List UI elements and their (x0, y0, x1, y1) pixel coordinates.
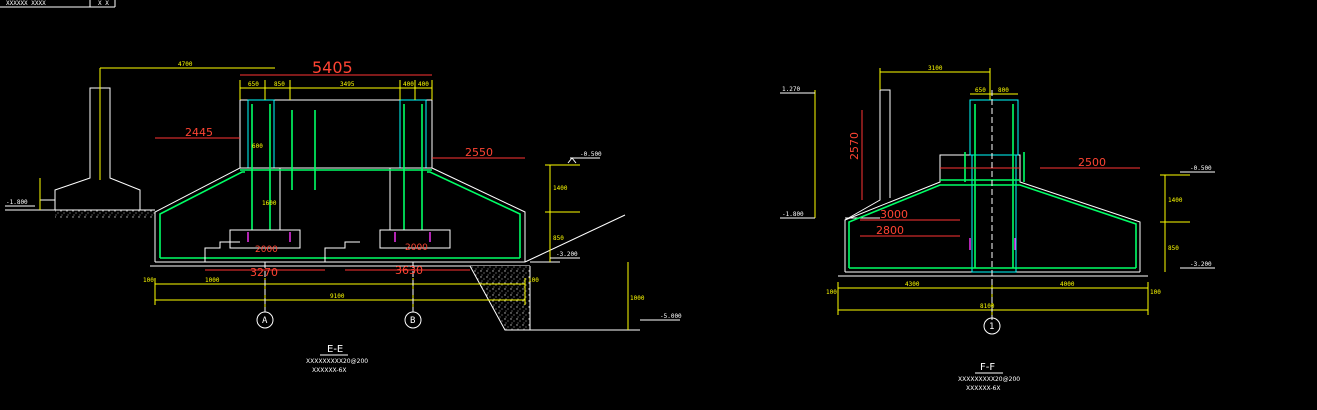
f-dim-8100: 8100 (980, 303, 995, 310)
axis-bubble-b[interactable]: B (404, 311, 422, 329)
section-e-e: A B 5405 2445 2550 2000 2000 3270 3630 4… (5, 58, 682, 374)
f-level-4: -3.200 (1190, 261, 1212, 268)
e-dim-9100: 9100 (330, 293, 345, 300)
e-dim-400-b: 400 (418, 81, 429, 88)
e-dim-400-a: 400 (403, 81, 414, 88)
f-level-marks: 1.270 -0.500 -1.800 -3.200 (780, 86, 1215, 269)
e-dim-3495: 3495 (340, 81, 355, 88)
f-section-title: F-F (980, 362, 995, 373)
e-section-note-1: XXXXXXXXX20@200 (306, 358, 368, 365)
f-dim-2570: 2570 (848, 132, 861, 160)
axis-bubble-1-label: 1 (989, 322, 994, 332)
f-dim-3000: 3000 (880, 208, 908, 221)
f-dim-3100: 3100 (928, 65, 943, 72)
e-dim-4700: 4700 (178, 61, 193, 68)
e-large-dimensions (155, 74, 525, 271)
axis-bubble-a-label: A (262, 316, 268, 326)
e-section-title: E-E (327, 344, 343, 355)
f-dim-850: 850 (1168, 245, 1179, 252)
e-dim-100: 100 (143, 277, 154, 284)
f-dim-2500: 2500 (1078, 156, 1106, 169)
f-footing-outline (838, 89, 1148, 277)
axis-bubble-a[interactable]: A (256, 311, 274, 329)
e-level-1: -0.500 (580, 151, 602, 158)
e-dim-850-v: 850 (553, 235, 564, 242)
e-dim-2445: 2445 (185, 126, 213, 139)
f-dim-100-b: 100 (1150, 289, 1161, 296)
f-level-1: 1.270 (782, 86, 800, 93)
f-level-2: -0.500 (1190, 165, 1212, 172)
title-block: XXXXXX XXXX X X (0, 0, 116, 8)
f-large-dimensions (860, 110, 1140, 237)
f-dimensions (814, 68, 1190, 315)
e-section-note-2: XXXXXX-6X (312, 367, 346, 374)
e-footing-outline (150, 99, 530, 267)
e-dim-2000-a: 2000 (255, 245, 278, 255)
section-f-f: 1 2570 2500 3000 2800 3100 650 800 4300 … (780, 65, 1215, 392)
e-dim-2000-b: 2000 (405, 243, 428, 253)
f-section-note-2: XXXXXX-6X (966, 385, 1000, 392)
e-dim-100-b: 100 (528, 277, 539, 284)
e-level-4: -5.000 (660, 313, 682, 320)
e-dim-600: 600 (252, 143, 263, 150)
e-soil-slope (469, 214, 640, 331)
e-rebar (159, 104, 521, 259)
e-dim-1000-v: 1000 (630, 295, 645, 302)
e-dim-5405: 5405 (312, 58, 353, 77)
e-dim-850: 850 (274, 81, 285, 88)
f-dim-100-a: 100 (826, 289, 837, 296)
e-dim-3630: 3630 (395, 264, 423, 277)
f-level-3: -1.800 (782, 211, 804, 218)
e-dim-650: 650 (248, 81, 259, 88)
f-dim-800: 800 (998, 87, 1009, 94)
f-dim-4300: 4300 (905, 281, 920, 288)
f-section-note-1: XXXXXXXXX20@200 (958, 376, 1020, 383)
axis-bubble-1[interactable]: 1 (983, 317, 1001, 335)
f-dim-1400: 1400 (1168, 197, 1183, 204)
title-block-left-text: XXXXXX XXXX (6, 0, 46, 7)
e-level-3: -3.200 (556, 251, 578, 258)
f-rebar (848, 104, 1137, 269)
title-block-right-text: X X (98, 0, 109, 7)
e-dim-1600: 1600 (262, 200, 277, 207)
e-dim-1000: 1000 (205, 277, 220, 284)
e-dim-2550: 2550 (465, 146, 493, 159)
e-level-marks: -0.500 -1.800 -3.200 -5.000 (5, 151, 682, 321)
f-dim-4000: 4000 (1060, 281, 1075, 288)
e-dim-3270: 3270 (250, 266, 278, 279)
e-level-2: -1.800 (6, 199, 28, 206)
f-dim-650: 650 (975, 87, 986, 94)
f-dim-2800: 2800 (876, 224, 904, 237)
e-dim-1400: 1400 (553, 185, 568, 192)
axis-bubble-b-label: B (410, 316, 415, 326)
e-dimensions (39, 67, 629, 330)
e-pedestals (204, 229, 451, 262)
